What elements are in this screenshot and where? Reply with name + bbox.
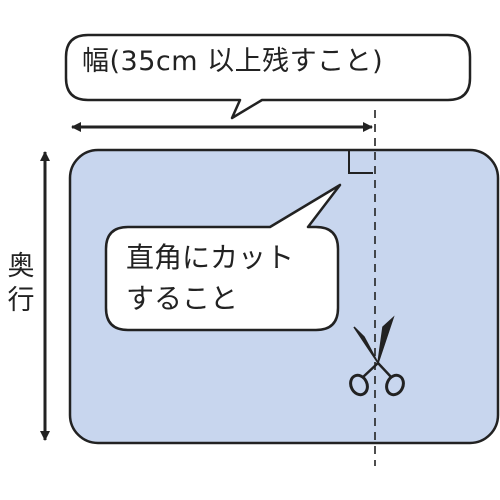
callout-text-line2: すること xyxy=(126,282,239,315)
scissors-icon xyxy=(349,315,405,397)
depth-label: 奥行 xyxy=(7,251,35,316)
callout-bubble xyxy=(104,183,342,332)
callout-text-line1: 直角にカット xyxy=(126,241,295,274)
width-label: 幅(35cm 以上残すこと) xyxy=(82,46,384,77)
width-label-bubble xyxy=(64,33,472,120)
right-angle-marker xyxy=(348,151,373,174)
